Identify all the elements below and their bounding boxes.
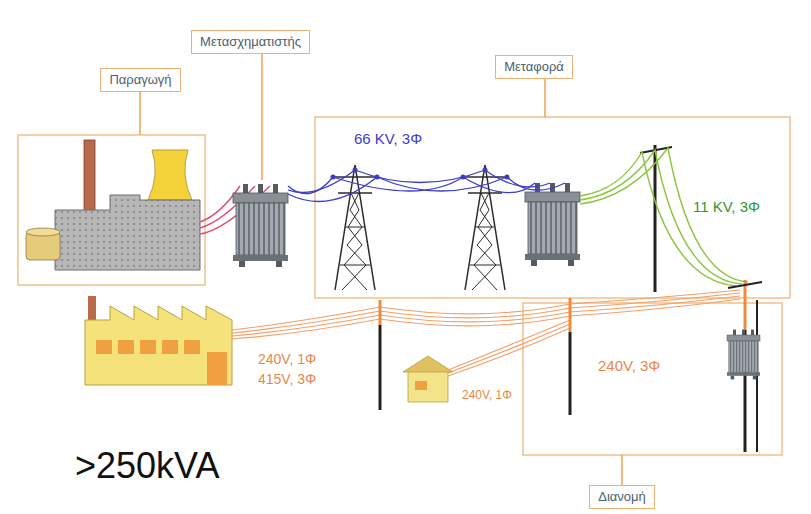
distribution-pole xyxy=(728,280,762,452)
lv-poles xyxy=(380,298,570,415)
label-text: Διανομή xyxy=(598,486,646,507)
voltage-label: 66 KV, 3Φ xyxy=(354,131,422,148)
label-box: Μετασχηματιστής xyxy=(191,30,310,54)
distribution-transformer xyxy=(727,330,760,380)
label-text: Μετασχηματιστής xyxy=(200,31,301,52)
hv-wires xyxy=(288,170,565,201)
leader-lines xyxy=(140,54,622,485)
power-plant xyxy=(26,140,200,270)
distribution-region xyxy=(523,303,782,455)
voltage-label: 11 KV, 3Φ xyxy=(693,199,760,216)
label-text: Μεταφορά xyxy=(504,56,564,77)
label-box: Παραγωγή xyxy=(100,68,181,92)
label-box: Μεταφορά xyxy=(495,55,573,79)
lv-wires xyxy=(232,290,740,376)
generation-region xyxy=(18,135,205,285)
voltage-label: 240V, 1Φ xyxy=(258,352,316,367)
label-text: Παραγωγή xyxy=(109,69,171,90)
voltage-label: 240V, 3Φ xyxy=(598,358,660,375)
transmission-tower xyxy=(461,165,510,290)
house xyxy=(403,356,453,402)
voltage-label: 240V, 1Φ xyxy=(462,389,512,402)
factory xyxy=(85,296,232,385)
label-box: Διανομή xyxy=(589,485,655,509)
mv-wires xyxy=(580,148,748,286)
transmission-region xyxy=(315,117,790,298)
power-rating: >250kVA xyxy=(75,446,219,486)
step-down-transformer xyxy=(525,183,580,266)
voltage-label: 415V, 3Φ xyxy=(258,372,316,387)
step-up-transformer xyxy=(233,184,288,267)
